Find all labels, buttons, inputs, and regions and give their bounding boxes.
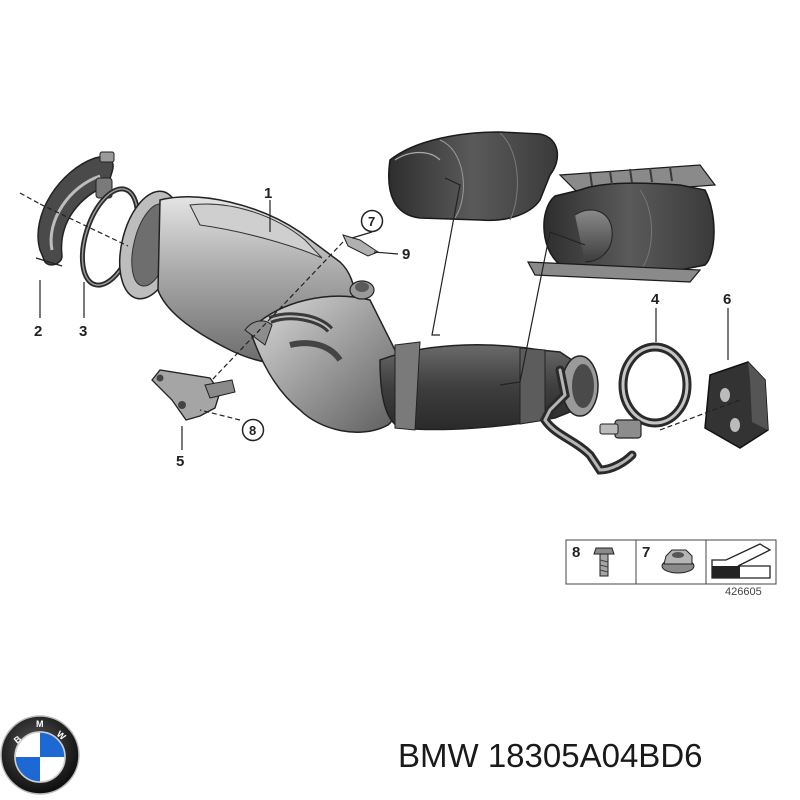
clamp-part-2 [35,151,115,267]
callout-2: 2 [34,323,42,340]
heat-shield-left [388,131,559,222]
part-caption: BMW 18305A04BD6 [398,737,798,775]
leader-lines [19,177,741,431]
callout-1: 1 [264,185,272,202]
outlet-pipe [379,341,637,475]
callout-7-circled: 7 [360,209,384,233]
bmw-logo-icon: B M W [0,715,80,795]
pointer-arrow-icon [711,543,772,579]
callout-8-circle [241,418,265,442]
callout-8: 8 [249,423,256,438]
heat-shield-right [526,164,717,283]
bracket-part-5 [151,369,236,421]
callout-7: 7 [368,214,375,229]
callout-8-circled: 8 [241,418,265,442]
gasket-part-9 [342,234,380,257]
band-clamp-part-4 [599,342,692,439]
rubber-mount-part-6 [704,361,769,449]
callout-4: 4 [651,291,660,308]
legend-nut-number: 7 [642,544,650,561]
legend-box: 8 7 426605 [565,539,777,598]
bolt-icon [593,547,615,577]
svg-text:M: M [36,719,44,729]
flange-nut-icon [661,549,695,574]
callout-6: 6 [723,291,731,308]
catalytic-converter-part-1 [118,190,400,433]
brand-name: BMW [398,737,479,774]
part-number: 18305A04BD6 [487,737,703,774]
figure-id: 426605 [725,586,762,598]
callout-9: 9 [402,246,410,263]
callouts: 1 2 3 4 5 6 9 7 8 [34,185,731,470]
legend-bolt-number: 8 [572,544,580,561]
svg-text:B: B [12,733,24,745]
callout-ticks [39,200,729,450]
callout-3: 3 [79,323,87,340]
callout-5: 5 [176,453,184,470]
callout-7-circle [360,209,384,233]
